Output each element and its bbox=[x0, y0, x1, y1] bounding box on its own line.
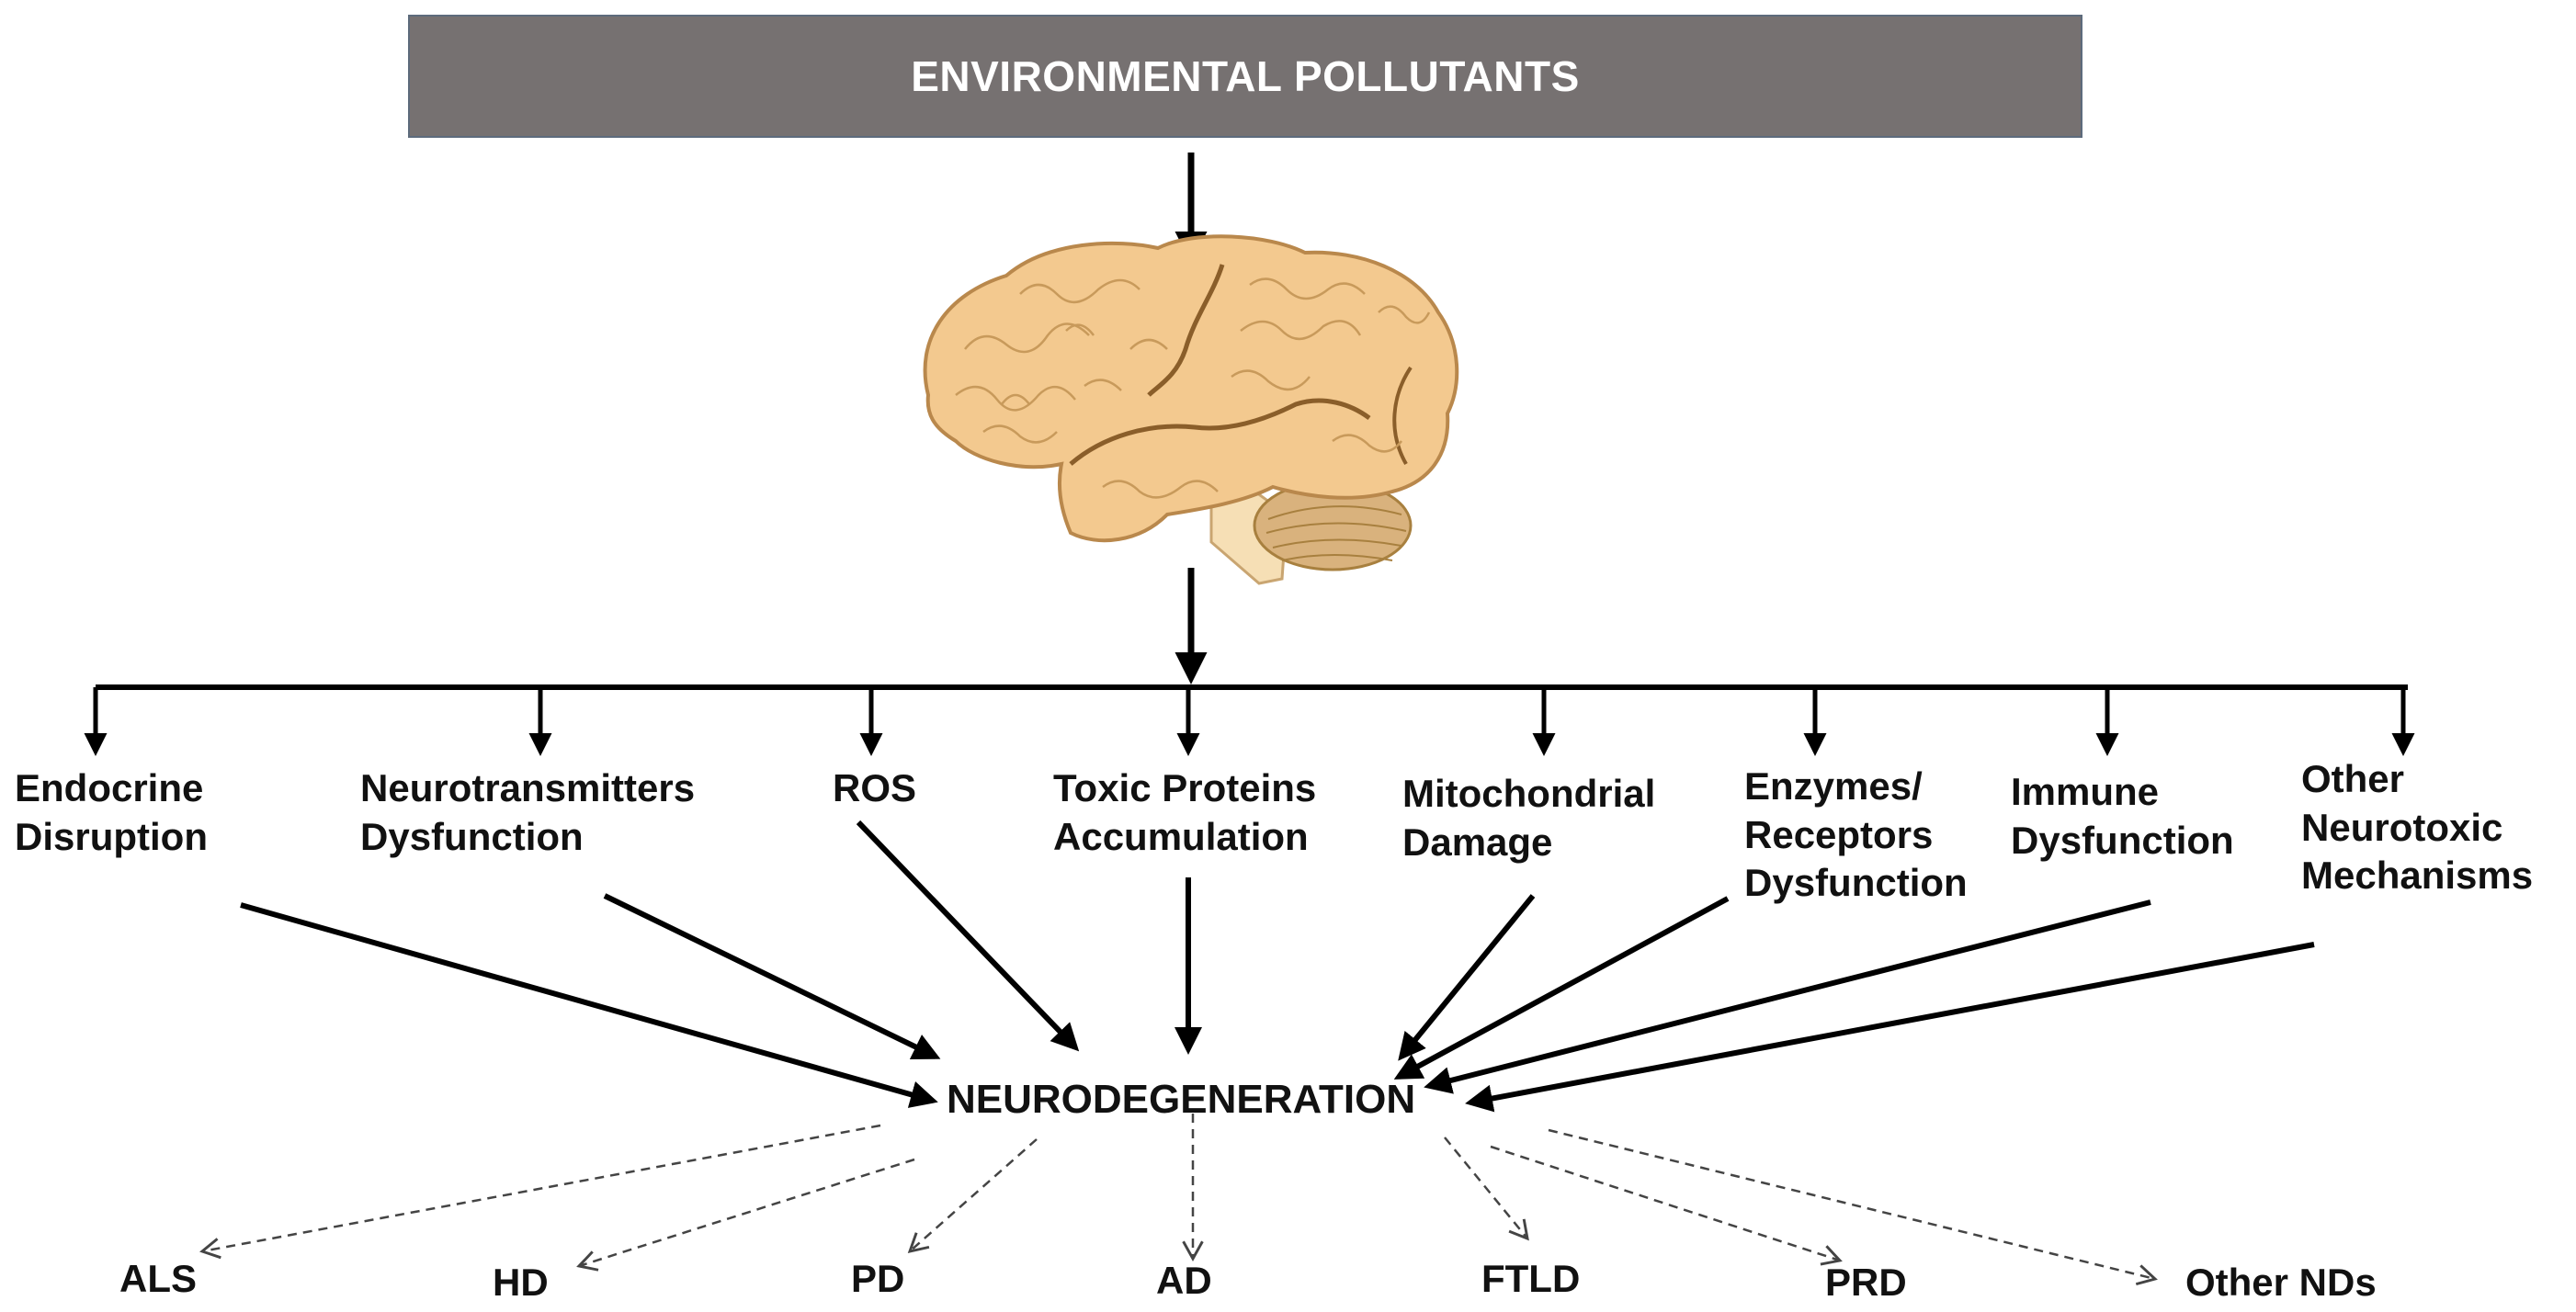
converge-arrow-7 bbox=[1424, 899, 2151, 1094]
mechanism-enzymes-receptors-dysfunction: Enzymes/ Receptors Dysfunction bbox=[1744, 763, 1968, 908]
disease-arrows bbox=[199, 1114, 2158, 1286]
disease-arrow-3 bbox=[907, 1138, 1038, 1253]
mechanism-toxic-proteins-accumulation: Toxic Proteins Accumulation bbox=[1053, 764, 1316, 861]
mechanism-endocrine-disruption: Endocrine Disruption bbox=[15, 764, 208, 861]
mechanism-label-line: Neurotoxic bbox=[2301, 805, 2503, 849]
disease-ftld: FTLD bbox=[1481, 1257, 1581, 1300]
neurodegeneration-label: NEURODEGENERATION bbox=[947, 1077, 1416, 1122]
disease-arrow-2 bbox=[576, 1158, 915, 1272]
mechanism-label-line: Other bbox=[2301, 757, 2405, 800]
mechanism-ros: ROS bbox=[833, 764, 916, 813]
converge-arrow-6 bbox=[1393, 896, 1730, 1080]
disease-arrow-6 bbox=[1490, 1145, 1843, 1266]
converge-arrow-2 bbox=[603, 893, 941, 1059]
mechanism-label-line: Mechanisms bbox=[2301, 854, 2534, 897]
converge-arrow-8 bbox=[1465, 942, 2315, 1113]
mechanism-label-line: Dysfunction bbox=[360, 814, 584, 858]
mechanism-other-neurotoxic-mechanisms: Other Neurotoxic Mechanisms bbox=[2301, 755, 2533, 900]
converge-arrow-3 bbox=[856, 820, 1080, 1052]
mechanism-label-line: Dysfunction bbox=[2011, 818, 2234, 862]
mechanism-label-line: Dysfunction bbox=[1744, 861, 1968, 904]
disease-prd: PRD bbox=[1825, 1261, 1907, 1304]
mechanism-label-line: Endocrine bbox=[15, 766, 204, 809]
mechanism-immune-dysfunction: Immune Dysfunction bbox=[2011, 768, 2234, 865]
mechanism-label-line: ROS bbox=[833, 766, 917, 809]
mechanism-neurotransmitters-dysfunction: Neurotransmitters Dysfunction bbox=[360, 764, 695, 861]
disease-pd: PD bbox=[851, 1257, 905, 1300]
mechanism-label-line: Accumulation bbox=[1053, 814, 1309, 858]
disease-ad: AD bbox=[1156, 1259, 1212, 1302]
disease-arrow-5 bbox=[1444, 1137, 1529, 1241]
mechanism-label-line: Mitochondrial bbox=[1402, 772, 1656, 815]
mechanism-label-line: Disruption bbox=[15, 814, 208, 858]
mechanism-label-line: Receptors bbox=[1744, 812, 1934, 856]
disease-other-nds: Other NDs bbox=[2185, 1261, 2377, 1304]
converge-arrow-1 bbox=[240, 902, 938, 1108]
converging-arrows bbox=[240, 820, 2315, 1113]
disease-arrow-7 bbox=[1548, 1128, 2158, 1286]
mechanism-label-line: Damage bbox=[1402, 820, 1553, 864]
mechanism-label-line: Immune bbox=[2011, 770, 2160, 813]
disease-als: ALS bbox=[119, 1257, 197, 1300]
disease-hd: HD bbox=[493, 1261, 549, 1304]
drop-arrows bbox=[84, 687, 2415, 756]
mechanism-label-line: Toxic Proteins bbox=[1053, 766, 1317, 809]
mechanism-label-line: Enzymes/ bbox=[1744, 764, 1923, 808]
mechanism-label-line: Neurotransmitters bbox=[360, 766, 696, 809]
disease-arrow-1 bbox=[199, 1124, 881, 1260]
brain-icon bbox=[923, 234, 1459, 585]
mechanism-mitochondrial-damage: Mitochondrial Damage bbox=[1402, 770, 1655, 866]
converge-arrow-5 bbox=[1398, 894, 1536, 1061]
title-box: ENVIRONMENTAL POLLUTANTS bbox=[408, 15, 2082, 138]
title-text: ENVIRONMENTAL POLLUTANTS bbox=[911, 52, 1580, 100]
